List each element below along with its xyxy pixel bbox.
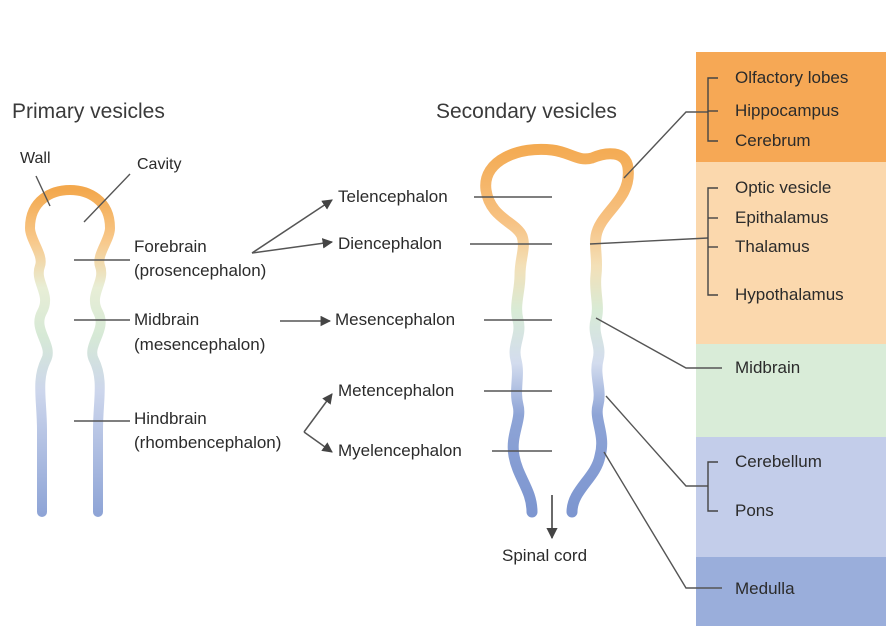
midbrain-primary-label: Midbrain: [134, 309, 199, 331]
optic-vesicle-label: Optic vesicle: [735, 177, 831, 199]
prosencephalon-label: (prosencephalon): [134, 260, 266, 282]
olfactory-lobes-label: Olfactory lobes: [735, 67, 848, 89]
metencephalon-label: Metencephalon: [338, 380, 454, 402]
hypothalamus-label: Hypothalamus: [735, 284, 844, 306]
epithalamus-label: Epithalamus: [735, 207, 829, 229]
primary-vesicle-tube: [30, 190, 110, 512]
primary-vesicles-heading: Primary vesicles: [12, 101, 165, 123]
rhombencephalon-label: (rhombencephalon): [134, 432, 281, 454]
hippocampus-label: Hippocampus: [735, 100, 839, 122]
mesencephalon-primary-label: (mesencephalon): [134, 334, 265, 356]
mesencephalon-label: Mesencephalon: [335, 309, 455, 331]
medulla-label: Medulla: [735, 578, 795, 600]
cavity-label: Cavity: [137, 154, 181, 176]
midbrain-structure-label: Midbrain: [735, 357, 800, 379]
cerebrum-label: Cerebrum: [735, 130, 811, 152]
diencephalon-label: Diencephalon: [338, 233, 442, 255]
wall-label: Wall: [20, 148, 51, 170]
myelencephalon-label: Myelencephalon: [338, 440, 462, 462]
spinal-cord-label: Spinal cord: [502, 545, 587, 567]
thalamus-label: Thalamus: [735, 236, 810, 258]
cerebellum-label: Cerebellum: [735, 451, 822, 473]
secondary-vesicles-heading: Secondary vesicles: [436, 101, 617, 123]
forebrain-label: Forebrain: [134, 236, 207, 258]
hindbrain-label: Hindbrain: [134, 408, 207, 430]
telencephalon-label: Telencephalon: [338, 186, 448, 208]
pons-label: Pons: [735, 500, 774, 522]
